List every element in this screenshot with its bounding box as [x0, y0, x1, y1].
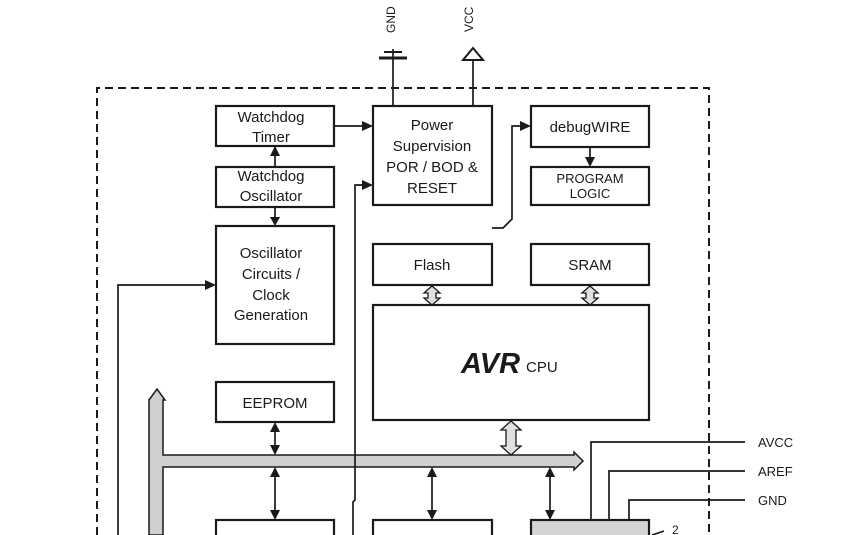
vcc-pin: VCC [460, 6, 486, 106]
cpu-block: AVR CPU [371, 303, 651, 422]
eeprom-block: EEPROM [214, 380, 336, 424]
watchdog-timer-block: Watchdog Timer [214, 104, 336, 148]
aref-label: AREF [758, 464, 793, 479]
svg-text:SRAM: SRAM [568, 257, 611, 274]
svg-text:Circuits /: Circuits / [242, 266, 301, 283]
svg-text:Generation: Generation [234, 307, 308, 324]
oscillator-circuits-block: Oscillator Circuits / Clock Generation [214, 224, 336, 346]
vcc-pin-label: VCC [462, 6, 476, 32]
svg-text:PROGRAM: PROGRAM [556, 171, 623, 186]
svg-text:LOGIC: LOGIC [570, 186, 610, 201]
svg-text:POR / BOD &: POR / BOD & [386, 159, 478, 176]
svg-text:CPU: CPU [526, 359, 558, 376]
flash-cpu-link [422, 285, 442, 306]
avr-logo: AVR [460, 348, 520, 380]
svg-text:Power: Power [411, 117, 454, 134]
io-block-left [214, 518, 336, 535]
svg-text:debugWIRE: debugWIRE [550, 119, 631, 136]
avcc-label: AVCC [758, 435, 793, 450]
svg-text:Watchdog: Watchdog [238, 109, 305, 126]
power-supervision-block: Power Supervision POR / BOD & RESET [371, 104, 494, 207]
svg-text:Watchdog: Watchdog [238, 168, 305, 185]
svg-text:Supervision: Supervision [393, 138, 471, 155]
data-bus [148, 387, 585, 535]
gnd-pin: GND [379, 6, 407, 106]
flash-block: Flash [371, 242, 494, 287]
svg-text:Clock: Clock [252, 287, 290, 304]
svg-text:EEPROM: EEPROM [242, 395, 307, 412]
gnd-side-label: GND [758, 493, 787, 508]
gnd-pin-label: GND [384, 6, 398, 33]
sram-cpu-link [580, 285, 600, 306]
debugwire-block: debugWIRE [529, 104, 651, 149]
sram-block: SRAM [529, 242, 651, 287]
program-logic-block: PROGRAM LOGIC [529, 165, 651, 207]
io-block-middle [371, 518, 494, 535]
note-number: 2 [672, 523, 679, 535]
svg-text:RESET: RESET [407, 180, 457, 197]
chip-boundary [96, 87, 710, 535]
svg-text:Flash: Flash [414, 257, 451, 274]
svg-text:Timer: Timer [252, 129, 290, 146]
svg-text:Oscillator: Oscillator [240, 188, 303, 205]
svg-text:Oscillator: Oscillator [240, 245, 303, 262]
adc-block [529, 518, 651, 535]
watchdog-oscillator-block: Watchdog Oscillator [214, 165, 336, 209]
cpu-bus-link [499, 420, 523, 456]
